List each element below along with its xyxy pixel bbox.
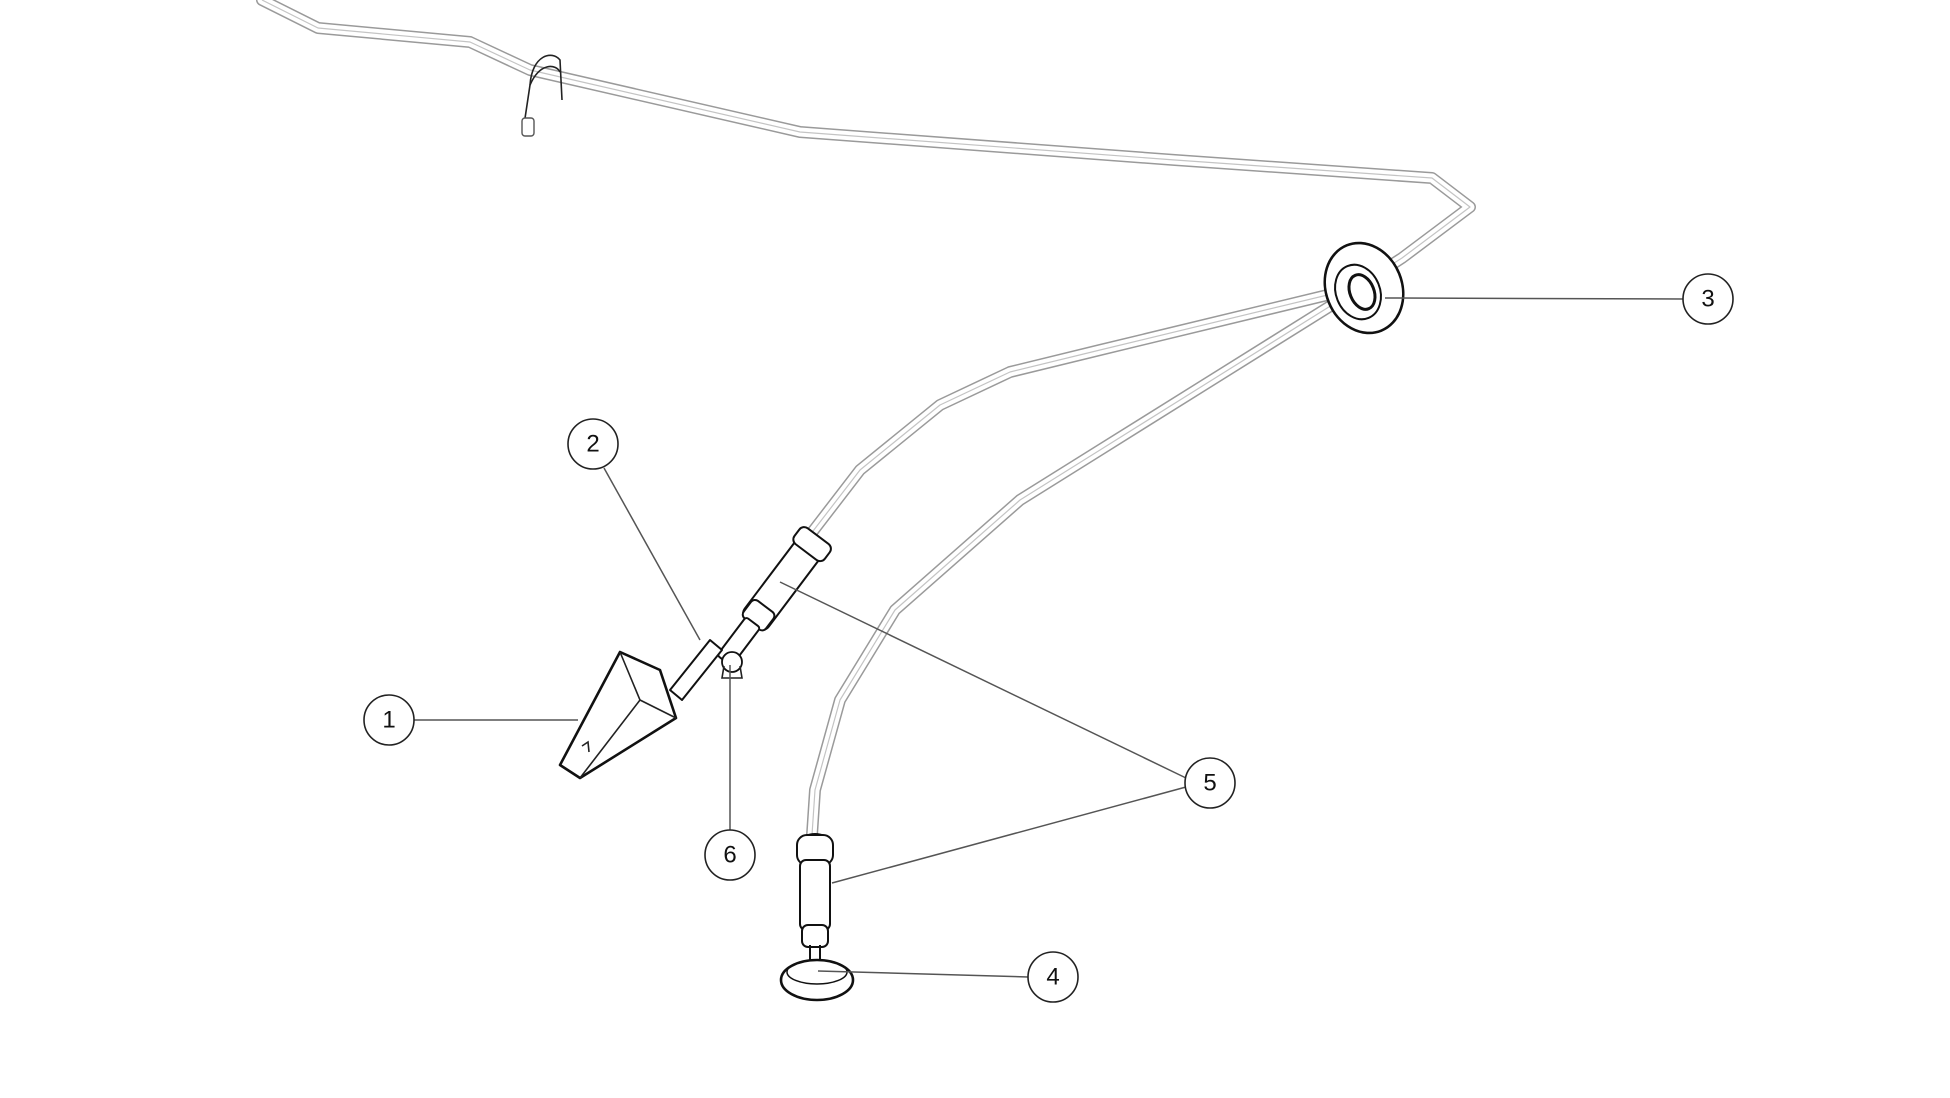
fitting-part: [721, 651, 743, 679]
hose-branch-upper: [804, 286, 1346, 541]
base-cap-part: [779, 945, 855, 1002]
leader-5b: [831, 786, 1187, 884]
callout-3-label: 3: [1701, 286, 1714, 313]
callout-4: 4: [1027, 951, 1079, 1003]
callout-3: 3: [1682, 273, 1734, 325]
callout-6-label: 6: [723, 842, 736, 869]
hose-main: [256, 0, 1476, 291]
callout-2-label: 2: [586, 431, 599, 458]
callout-5: 5: [1184, 757, 1236, 809]
callout-1: 1: [363, 694, 415, 746]
callout-1-label: 1: [382, 707, 395, 734]
hose-clamp: [521, 54, 563, 137]
leader-3: [1384, 297, 1685, 300]
leader-lines: [414, 297, 1685, 978]
leader-2: [603, 467, 701, 641]
hose-branch-lower: [806, 294, 1346, 841]
callout-6: 6: [704, 829, 756, 881]
connector-lower-part: [796, 833, 834, 948]
leader-5a: [779, 581, 1187, 779]
grommet-part: [1323, 241, 1405, 335]
nozzle-part: [558, 639, 723, 780]
connector-upper-part: [717, 526, 832, 666]
callout-4-label: 4: [1046, 964, 1059, 991]
callout-2: 2: [567, 418, 619, 470]
callout-5-label: 5: [1203, 770, 1216, 797]
leader-4: [817, 970, 1029, 978]
